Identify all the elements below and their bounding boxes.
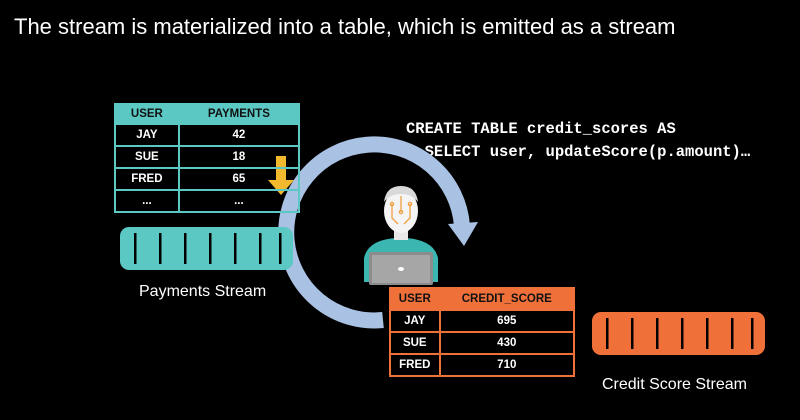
table-cell: JAY (114, 123, 180, 147)
table-cell: ... (114, 189, 180, 213)
table-cell: 18 (177, 145, 301, 169)
credit-scores-table: USER CREDIT_SCORE JAY 695 SUE 430 FRED 7… (389, 287, 576, 377)
table-cell: 710 (438, 353, 576, 377)
table-cell: SUE (114, 145, 180, 169)
developer-at-laptop-icon (364, 186, 438, 285)
table-cell: 42 (177, 123, 301, 147)
table-row: SUE 18 (114, 145, 301, 169)
circular-arrow-icon (278, 136, 478, 329)
column-header: USER (114, 103, 180, 125)
column-header: CREDIT_SCORE (438, 287, 576, 311)
table-row: JAY 695 (389, 309, 576, 333)
payments-stream-label: Payments Stream (139, 283, 267, 300)
credit-score-stream (592, 312, 765, 355)
table-cell: JAY (389, 309, 441, 333)
code-line-2: SELECT user, updateScore(p.amount)… (406, 143, 751, 161)
column-header: USER (389, 287, 441, 311)
table-cell: 695 (438, 309, 576, 333)
table-cell: 65 (177, 167, 301, 191)
table-row: SUE 430 (389, 331, 576, 355)
table-row: ... ... (114, 189, 301, 213)
ksql-code: CREATE TABLE credit_scores AS SELECT use… (406, 118, 750, 164)
slide-title: The stream is materialized into a table,… (14, 14, 676, 39)
table-row: FRED 65 (114, 167, 301, 191)
table-cell: ... (177, 189, 301, 213)
code-line-1: CREATE TABLE credit_scores AS (406, 120, 676, 138)
table-row: JAY 42 (114, 123, 301, 147)
credit-score-stream-label: Credit Score Stream (602, 376, 747, 393)
table-cell: FRED (114, 167, 180, 191)
table-row: FRED 710 (389, 353, 576, 377)
table-cell: FRED (389, 353, 441, 377)
table-cell: 430 (438, 331, 576, 355)
table-header-row: USER PAYMENTS (114, 103, 301, 125)
payments-table: USER PAYMENTS JAY 42 SUE 18 FRED 65 ... … (114, 103, 301, 213)
column-header: PAYMENTS (177, 103, 301, 125)
payments-stream (120, 227, 293, 270)
table-cell: SUE (389, 331, 441, 355)
table-header-row: USER CREDIT_SCORE (389, 287, 576, 311)
